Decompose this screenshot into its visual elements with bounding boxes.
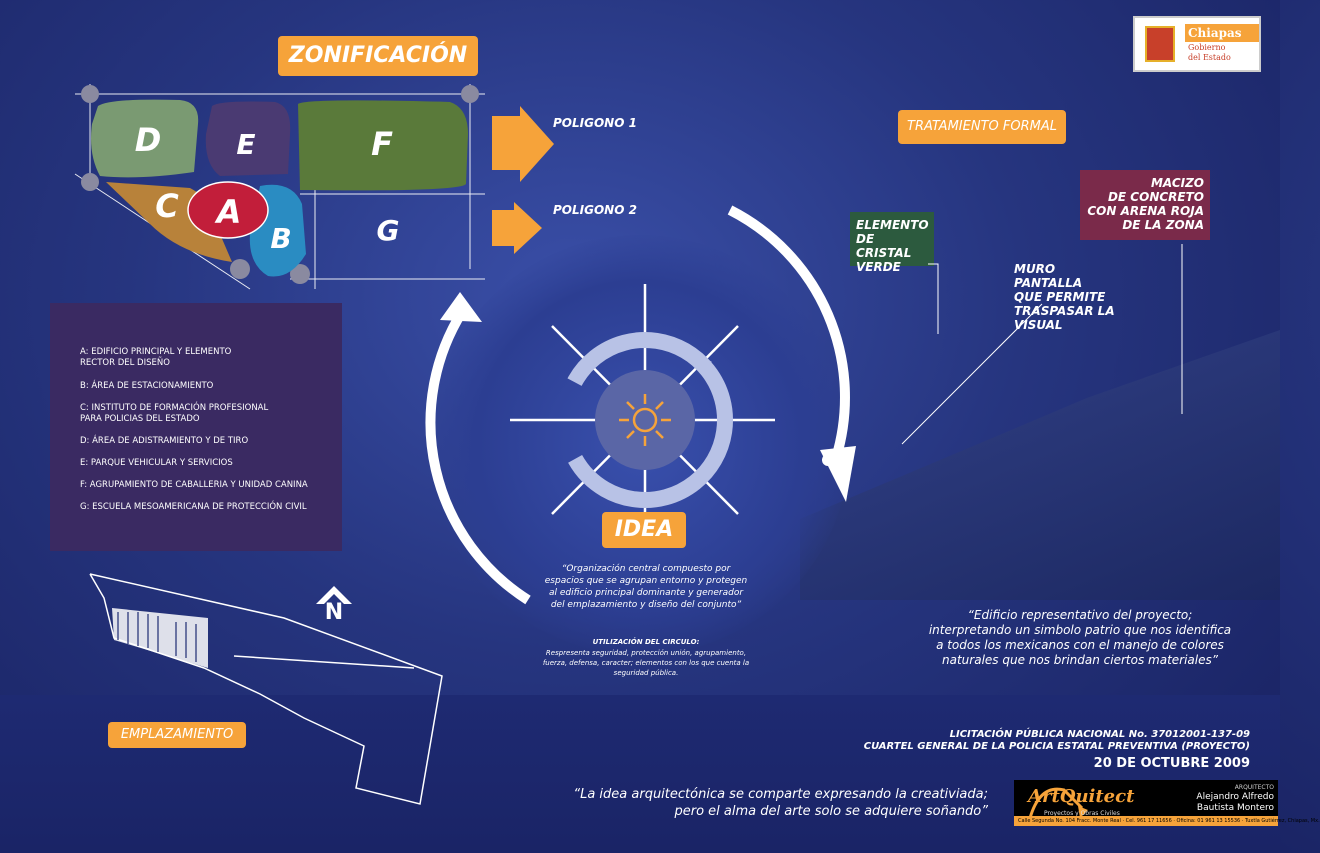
zone-letter-g: G bbox=[376, 213, 400, 247]
north-label: N bbox=[324, 600, 344, 625]
outer-arc-right bbox=[727, 205, 850, 460]
shield-icon bbox=[1145, 26, 1175, 62]
idea-label: IDEA bbox=[602, 512, 686, 548]
zone-a-shape bbox=[187, 181, 269, 239]
legend-item-g: G: ESCUELA MESOAMERICANA DE PROTECCIÓN C… bbox=[80, 502, 307, 512]
zone-letter-d: D bbox=[134, 121, 162, 159]
legend-item-b: B: ÁREA DE ESTACIONAMIENTO bbox=[80, 381, 214, 391]
zone-letter-b: B bbox=[270, 221, 292, 255]
zone-letter-f: F bbox=[371, 125, 393, 163]
architect-name: Alejandro Alfredo Bautista Montero bbox=[1196, 792, 1274, 813]
circulo-text: Respresenta seguridad, protección unión,… bbox=[542, 649, 750, 677]
zoning-diagram bbox=[74, 84, 485, 290]
zone-letter-a: A bbox=[216, 193, 242, 231]
poligono-1-label: POLIGONO 1 bbox=[553, 116, 637, 130]
artquitect-brand: ArtQuitect bbox=[1028, 786, 1135, 807]
macizo-concreto-box: MACIZO DE CONCRETO CON ARENA ROJA DE LA … bbox=[1080, 170, 1210, 240]
excavator-icon bbox=[1028, 787, 1088, 819]
elemento-cristal-box: ELEMENTO DE CRISTAL VERDE bbox=[850, 212, 934, 274]
north-arrow-icon bbox=[316, 586, 352, 604]
zone-letter-e: E bbox=[236, 127, 256, 161]
bottom-quote: “La idea arquitectónica se comparte expr… bbox=[573, 787, 988, 819]
architect-role: ARQUITECTO bbox=[1234, 784, 1274, 791]
artquitect-sub: Proyectos y Obras Civiles bbox=[1044, 810, 1120, 817]
bottom-band bbox=[0, 695, 1280, 853]
outer-arc-left bbox=[425, 309, 531, 605]
legend-item-f: F: AGRUPAMIENTO DE CABALLERIA Y UNIDAD C… bbox=[80, 480, 308, 490]
arrow-down-icon bbox=[820, 446, 856, 502]
zone-legend: A: EDIFICIO PRINCIPAL Y ELEMENTO RECTOR … bbox=[50, 303, 342, 551]
tratamiento-formal-label: TRATAMIENTO FORMAL bbox=[898, 110, 1066, 144]
zone-f-shape bbox=[298, 100, 468, 191]
muro-pantalla-label: MURO PANTALLA QUE PERMITE TRASPASAR LA V… bbox=[1014, 262, 1115, 332]
emplazamiento-label: EMPLAZAMIENTO bbox=[108, 722, 246, 748]
sun-icon bbox=[619, 394, 671, 446]
arrow-up-icon bbox=[440, 292, 482, 322]
legend-item-e: E: PARQUE VEHICULAR Y SERVICIOS bbox=[80, 458, 233, 468]
circulo-title: UTILIZACIÓN DEL CIRCULO: bbox=[592, 638, 700, 646]
arrow-right-icon bbox=[492, 106, 554, 182]
arrow-right-icon bbox=[492, 202, 542, 254]
legend-item-d: D: ÁREA DE ADISTRAMIENTO Y DE TIRO bbox=[80, 436, 249, 446]
chiapas-logo: Chiapas Gobierno del Estado bbox=[1133, 16, 1261, 72]
polygon-arrows bbox=[492, 106, 554, 254]
building-quote: “Edificio representativo del proyecto; i… bbox=[928, 608, 1232, 667]
logo-org-name: Chiapas bbox=[1185, 24, 1259, 42]
legend-item-a: A: EDIFICIO PRINCIPAL Y ELEMENTO RECTOR … bbox=[80, 347, 232, 368]
legend-item-c: C: INSTITUTO DE FORMACIÓN PROFESIONAL PA… bbox=[80, 403, 269, 424]
zone-d-shape bbox=[91, 99, 199, 178]
inner-arrow-head-icon bbox=[693, 350, 712, 370]
zonificacion-title: ZONIFICACIÓN bbox=[278, 36, 478, 76]
zone-letter-c: C bbox=[155, 187, 179, 225]
licitacion-text: LICITACIÓN PÚBLICA NACIONAL No. 37012001… bbox=[949, 729, 1250, 740]
architect-address: Calle Segunda No. 104 Fracc. Monte Real … bbox=[1014, 816, 1320, 826]
logo-sub-name: Gobierno del Estado bbox=[1188, 43, 1231, 62]
poligono-2-label: POLIGONO 2 bbox=[553, 203, 637, 217]
fecha-text: 20 DE OCTUBRE 2009 bbox=[1093, 756, 1250, 771]
site-plan bbox=[89, 573, 443, 805]
zone-e-shape bbox=[205, 101, 291, 176]
annotation-leader-lines bbox=[901, 244, 1183, 445]
idea-quote: “Organización central compuesto por espa… bbox=[544, 564, 748, 610]
cuartel-text: CUARTEL GENERAL DE LA POLICIA ESTATAL PR… bbox=[863, 741, 1250, 752]
idea-circle-diagram bbox=[425, 205, 856, 605]
